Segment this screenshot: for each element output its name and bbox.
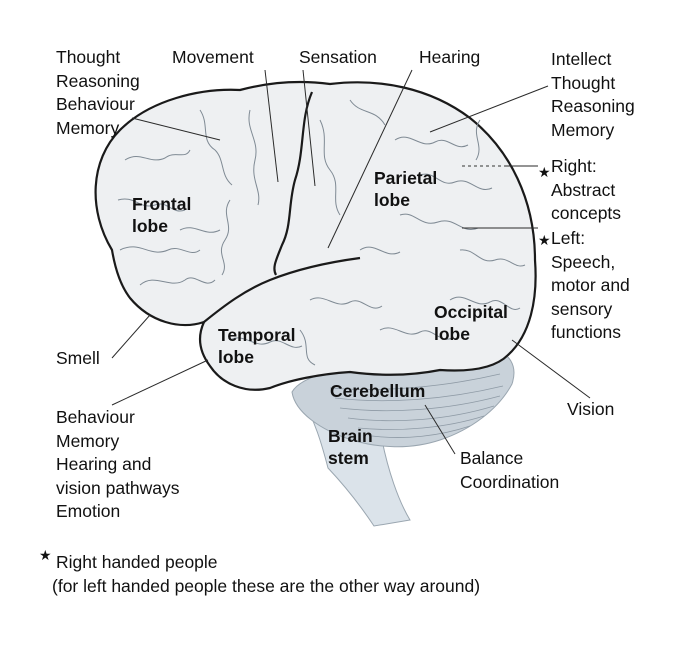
right-line-2: Abstract: [551, 179, 616, 200]
occipital-lobe-line-2: lobe: [434, 324, 470, 344]
cerebellum-function-1: Balance: [460, 448, 524, 468]
sensation-text: Sensation: [299, 47, 377, 67]
cerebellum-function-2: Coordination: [460, 471, 560, 492]
parietal-function-3: Reasoning: [551, 96, 635, 116]
cerebellum-folia: [329, 373, 504, 438]
footnote-line-1: Right handed people: [56, 552, 218, 572]
brain-stem-line-1: Brain: [328, 426, 373, 446]
sensation-label: Sensation: [299, 46, 377, 70]
hearing-text: Hearing: [419, 47, 481, 67]
occipital-lobe-label: Occipital lobe: [434, 301, 508, 345]
frontal-functions-label: Thought Reasoning Behaviour Memory: [56, 46, 140, 140]
left-line-2: Speech,: [551, 251, 616, 272]
temporal-function-4: vision pathways: [56, 477, 180, 498]
parietal-lobe-label: Parietal lobe: [374, 167, 437, 211]
frontal-lobe-line-1: Frontal: [132, 194, 192, 214]
brain-sulci: [117, 99, 526, 366]
temporal-function-3: Hearing and: [56, 454, 152, 474]
leader-lines: [111, 69, 591, 455]
frontal-function-4: Memory: [56, 117, 120, 138]
footnote-star-icon: ★: [39, 547, 52, 563]
footnote-line-2: (for left handed people these are the ot…: [52, 576, 481, 596]
right-star-icon: ★: [538, 164, 551, 180]
frontal-function-1: Thought: [56, 47, 121, 67]
left-hemisphere-label: Left: Speech, motor and sensory function…: [551, 227, 630, 345]
frontal-lobe-line-2: lobe: [132, 216, 168, 236]
smell-text: Smell: [56, 348, 100, 368]
central-sulcus: [273, 91, 314, 276]
left-line-5: functions: [551, 322, 622, 342]
left-line-4: sensory: [551, 298, 613, 319]
temporal-function-2: Memory: [56, 430, 120, 451]
parietal-function-1: Intellect: [551, 49, 612, 69]
cerebellum-label: Cerebellum: [330, 380, 425, 402]
cerebrum-outline: [94, 80, 537, 391]
smell-label: Smell: [56, 347, 100, 371]
vision-label: Vision: [567, 398, 614, 422]
frontal-function-3: Behaviour: [56, 94, 135, 114]
parietal-functions-label: Intellect Thought Reasoning Memory: [551, 48, 635, 142]
parietal-lobe-line-2: lobe: [374, 190, 410, 210]
frontal-function-2: Reasoning: [56, 70, 140, 91]
vision-text: Vision: [567, 399, 615, 419]
lobe-boundaries: [203, 91, 361, 323]
temporal-function-5: Emotion: [56, 501, 121, 521]
brain-stem-line-2: stem: [328, 448, 369, 468]
right-hemisphere-label: Right: Abstract concepts: [551, 155, 621, 226]
cerebellum-text: Cerebellum: [330, 381, 426, 401]
frontal-lobe-label: Frontal lobe: [132, 193, 191, 237]
movement-label: Movement: [172, 46, 254, 70]
temporal-functions-label: Behaviour Memory Hearing and vision path…: [56, 406, 180, 524]
hearing-label: Hearing: [419, 46, 480, 70]
lateral-fissure: [203, 256, 361, 323]
cerebellum-functions-label: Balance Coordination: [460, 447, 559, 494]
temporal-lobe-label: Temporal lobe: [218, 324, 295, 368]
left-line-3: motor and: [551, 275, 630, 295]
brain-stem-label: Brain stem: [328, 425, 373, 469]
left-star-icon: ★: [538, 232, 551, 248]
temporal-function-1: Behaviour: [56, 407, 135, 427]
temporal-lobe-line-1: Temporal: [218, 325, 296, 345]
occipital-lobe-line-1: Occipital: [434, 302, 508, 322]
right-line-1: Right:: [551, 156, 597, 176]
left-line-1: Left:: [551, 228, 586, 248]
parietal-function-4: Memory: [551, 119, 615, 140]
right-line-3: concepts: [551, 203, 622, 223]
parietal-function-2: Thought: [551, 72, 616, 93]
temporal-lobe-line-2: lobe: [218, 347, 254, 367]
movement-text: Movement: [172, 47, 254, 67]
parietal-lobe-line-1: Parietal: [374, 168, 438, 188]
